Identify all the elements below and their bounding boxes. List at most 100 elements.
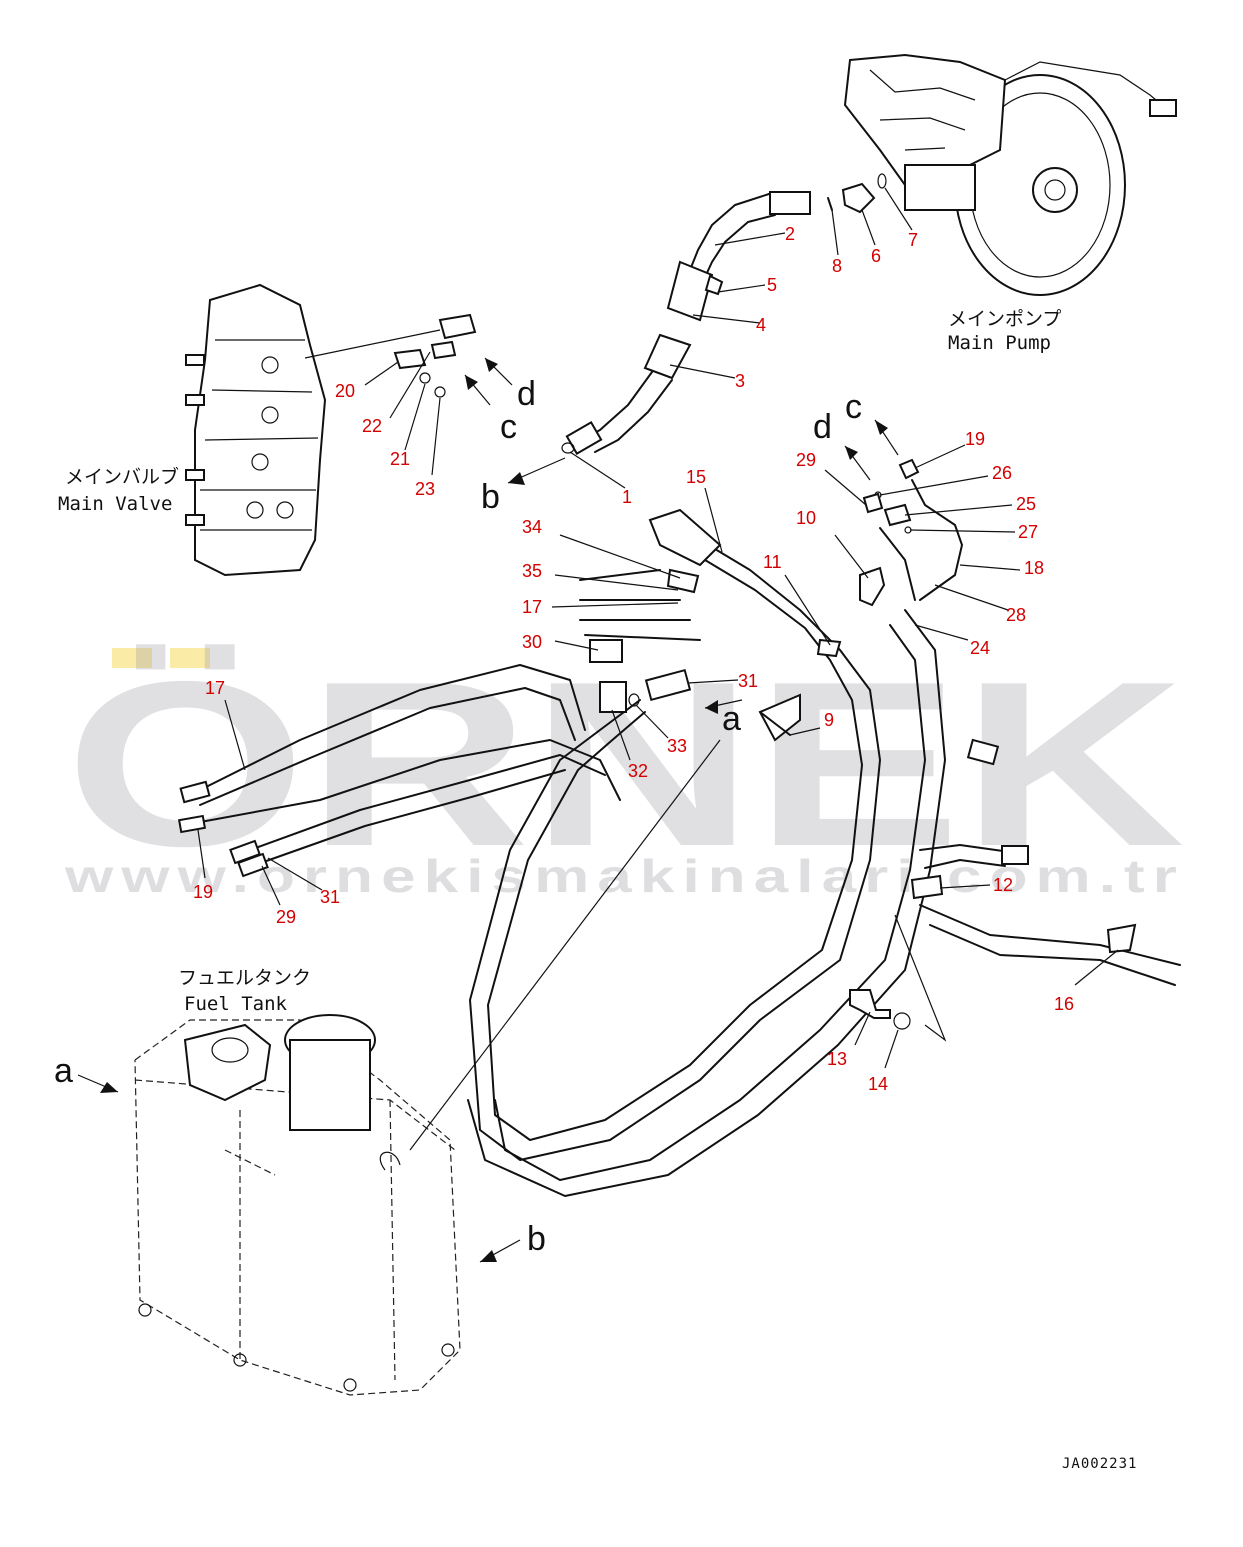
hose-2-top <box>689 192 773 271</box>
watermark-accent-left <box>112 648 152 668</box>
arrow-c-valve-head <box>465 375 478 390</box>
leader-31b <box>267 857 323 891</box>
hose-2-bottom <box>705 214 776 276</box>
callout-21: 21 <box>390 449 410 469</box>
valve-elbow-fitting-top <box>438 313 477 340</box>
callout-17a: 17 <box>205 678 225 698</box>
elbow-fitting-32 <box>599 681 627 713</box>
fuel-tank-label-en: Fuel Tank <box>184 993 288 1015</box>
document-id: JA002231 <box>1062 1456 1137 1472</box>
callout-20: 20 <box>335 381 355 401</box>
leader-20 <box>364 361 399 386</box>
pump-body-detail <box>869 69 976 151</box>
fuel-tank-label-jp: フュエルタンク <box>178 967 311 989</box>
center-hoses <box>579 569 701 641</box>
tank-foot-3 <box>343 1378 357 1392</box>
callout-26: 26 <box>992 463 1012 483</box>
bolt-13 <box>849 989 891 1019</box>
fitting-31-center <box>644 668 692 702</box>
main-valve-label-en: Main Valve <box>58 493 172 515</box>
callout-13: 13 <box>827 1049 847 1069</box>
leader-23 <box>431 397 441 476</box>
valve-spool-cap-3 <box>185 469 205 481</box>
fitting-25 <box>883 503 912 527</box>
hose-29-end <box>237 852 269 878</box>
oring-23 <box>434 386 446 398</box>
leader-8 <box>831 209 839 256</box>
pump-outlet-block <box>904 164 976 211</box>
callout-29a: 29 <box>796 450 816 470</box>
callout-8: 8 <box>832 256 842 276</box>
hose-17-lower <box>199 687 576 806</box>
arrow-b-hose-head <box>508 472 525 485</box>
fuel-tank-filler-cap <box>211 1037 249 1063</box>
view-letter-c-valve: c <box>500 408 517 446</box>
arrow-d-top-head <box>845 446 858 460</box>
leader-16 <box>1074 949 1119 986</box>
leader-12 <box>939 884 991 889</box>
callout-9: 9 <box>824 710 834 730</box>
pump-shaft-hub <box>1032 167 1078 213</box>
main-valve-drawing <box>185 283 477 577</box>
arrow-b-tank-head <box>480 1250 497 1262</box>
fuel-tank-outline <box>134 1019 461 1396</box>
bolt-group-leader <box>894 914 947 1042</box>
leader-5 <box>717 284 766 293</box>
arrow-a-bracket-head <box>705 700 718 714</box>
leader-17b <box>551 602 679 608</box>
clamp-5 <box>704 274 724 296</box>
pump-sensor-connector <box>1149 99 1177 117</box>
hose-15-main <box>469 519 881 1161</box>
hose-4-clamp-adapter <box>666 260 714 322</box>
callout-19b: 19 <box>193 882 213 902</box>
oring-8 <box>827 197 833 211</box>
left-hose-bundle <box>177 664 621 878</box>
oring-7 <box>877 173 887 189</box>
leader-31a <box>687 679 739 684</box>
view-letter-a-bracket: a <box>722 700 741 738</box>
callout-12: 12 <box>993 875 1013 895</box>
hose-19-end <box>177 814 207 834</box>
callout-25: 25 <box>1016 494 1036 514</box>
callout-4: 4 <box>756 315 766 335</box>
valve-port-3 <box>251 453 269 471</box>
callout-17b: 17 <box>522 597 542 617</box>
main-pump-label-jp: メインポンプ <box>948 308 1061 330</box>
fitting-29-top <box>862 492 884 514</box>
view-letter-c-top: c <box>845 388 862 426</box>
valve-port-2 <box>261 406 279 424</box>
watermark-accent-right <box>170 648 210 668</box>
pump-fittings <box>827 173 887 214</box>
right-hose-12 <box>919 844 1011 853</box>
right-hose-12-end <box>1001 845 1029 865</box>
leader-21 <box>404 383 426 451</box>
main-valve-sections <box>200 339 319 531</box>
callout-28: 28 <box>1006 605 1026 625</box>
right-hose-fitting <box>966 738 1000 766</box>
tank-foot-1 <box>138 1303 152 1317</box>
clamp-12 <box>910 874 944 900</box>
main-pump-drawing <box>843 53 1177 296</box>
callout-11: 11 <box>763 552 782 572</box>
bracket-9-tab <box>759 711 791 736</box>
leader-26 <box>879 475 989 496</box>
valve-connection-line <box>304 329 441 359</box>
fuel-tank-hook <box>379 1151 401 1171</box>
callout-31a: 31 <box>738 671 758 691</box>
view-letter-d-valve: d <box>517 375 536 413</box>
tank-foot-4 <box>441 1343 455 1357</box>
callout-27: 27 <box>1018 522 1038 542</box>
hose-15-inner <box>487 539 863 1141</box>
callout-1: 1 <box>622 487 632 507</box>
arrow-a-tank-head <box>100 1082 118 1093</box>
leader-3 <box>669 364 736 379</box>
callout-6: 6 <box>871 246 881 266</box>
callout-5: 5 <box>767 275 777 295</box>
callout-leaders <box>197 187 1119 1069</box>
leader-15 <box>704 487 723 553</box>
upper-right-fittings <box>862 458 920 534</box>
callout-10: 10 <box>796 508 816 528</box>
callout-19a: 19 <box>965 429 985 449</box>
leader-29a <box>824 469 867 506</box>
